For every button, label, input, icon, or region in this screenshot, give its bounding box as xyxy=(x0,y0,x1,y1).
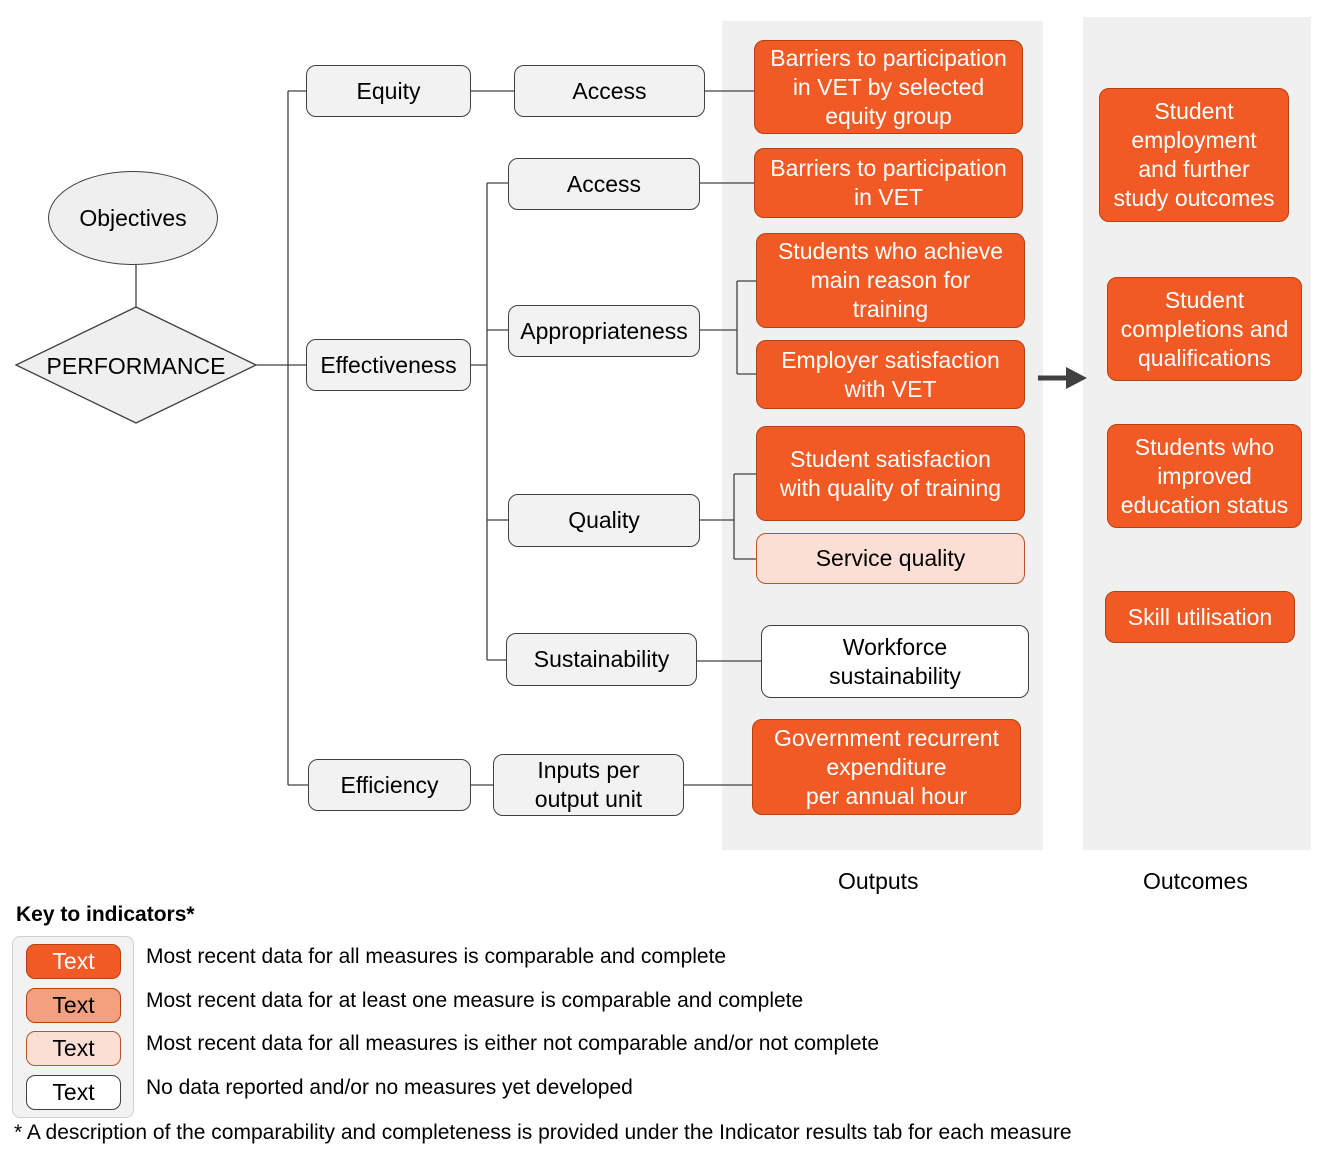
quality-node: Quality xyxy=(508,494,700,547)
key-swatch-not-comparable: Text xyxy=(26,1031,121,1066)
effectiveness-access-node: Access xyxy=(508,158,700,210)
output-student-satisfaction: Student satisfaction with quality of tra… xyxy=(756,426,1025,521)
key-footnote: * A description of the comparability and… xyxy=(14,1121,1072,1144)
objectives-node: Objectives xyxy=(48,171,218,265)
outcomes-label: Outcomes xyxy=(1143,868,1248,894)
output-barriers-vet: Barriers to participation in VET xyxy=(754,148,1023,218)
outcome-skill-utilisation: Skill utilisation xyxy=(1105,591,1295,643)
effectiveness-node: Effectiveness xyxy=(306,339,471,391)
outputs-label: Outputs xyxy=(838,868,919,894)
outcome-employment: Student employment and further study out… xyxy=(1099,88,1289,222)
equity-node: Equity xyxy=(306,65,471,117)
key-text-full: Most recent data for all measures is com… xyxy=(146,945,727,968)
efficiency-node: Efficiency xyxy=(308,759,471,811)
output-employer-satisfaction: Employer satisfaction with VET xyxy=(756,340,1025,409)
output-service-quality: Service quality xyxy=(756,533,1025,584)
appropriateness-node: Appropriateness xyxy=(508,305,700,357)
arrow-head xyxy=(1066,367,1087,389)
key-swatch-no-data: Text xyxy=(26,1075,121,1110)
performance-label: PERFORMANCE xyxy=(46,352,226,379)
sustainability-node: Sustainability xyxy=(506,633,697,686)
key-text-no-data: No data reported and/or no measures yet … xyxy=(146,1076,633,1099)
key-text-not-comparable: Most recent data for all measures is eit… xyxy=(146,1032,880,1055)
output-government-expenditure: Government recurrent expenditure per ann… xyxy=(752,719,1021,815)
key-text-partial: Most recent data for at least one measur… xyxy=(146,989,804,1012)
key-swatch-full: Text xyxy=(26,944,121,979)
output-workforce-sustainability: Workforce sustainability xyxy=(761,625,1029,698)
equity-access-node: Access xyxy=(514,65,705,117)
outcome-education-status: Students who improved education status xyxy=(1107,424,1302,528)
key-title: Key to indicators* xyxy=(16,903,195,926)
output-main-reason: Students who achieve main reason for tra… xyxy=(756,233,1025,328)
outcome-completions: Student completions and qualifications xyxy=(1107,277,1302,381)
inputs-per-output-node: Inputs per output unit xyxy=(493,754,684,816)
key-swatch-partial: Text xyxy=(26,988,121,1023)
output-barriers-equity: Barriers to participation in VET by sele… xyxy=(754,40,1023,134)
performance-diamond xyxy=(14,306,258,424)
